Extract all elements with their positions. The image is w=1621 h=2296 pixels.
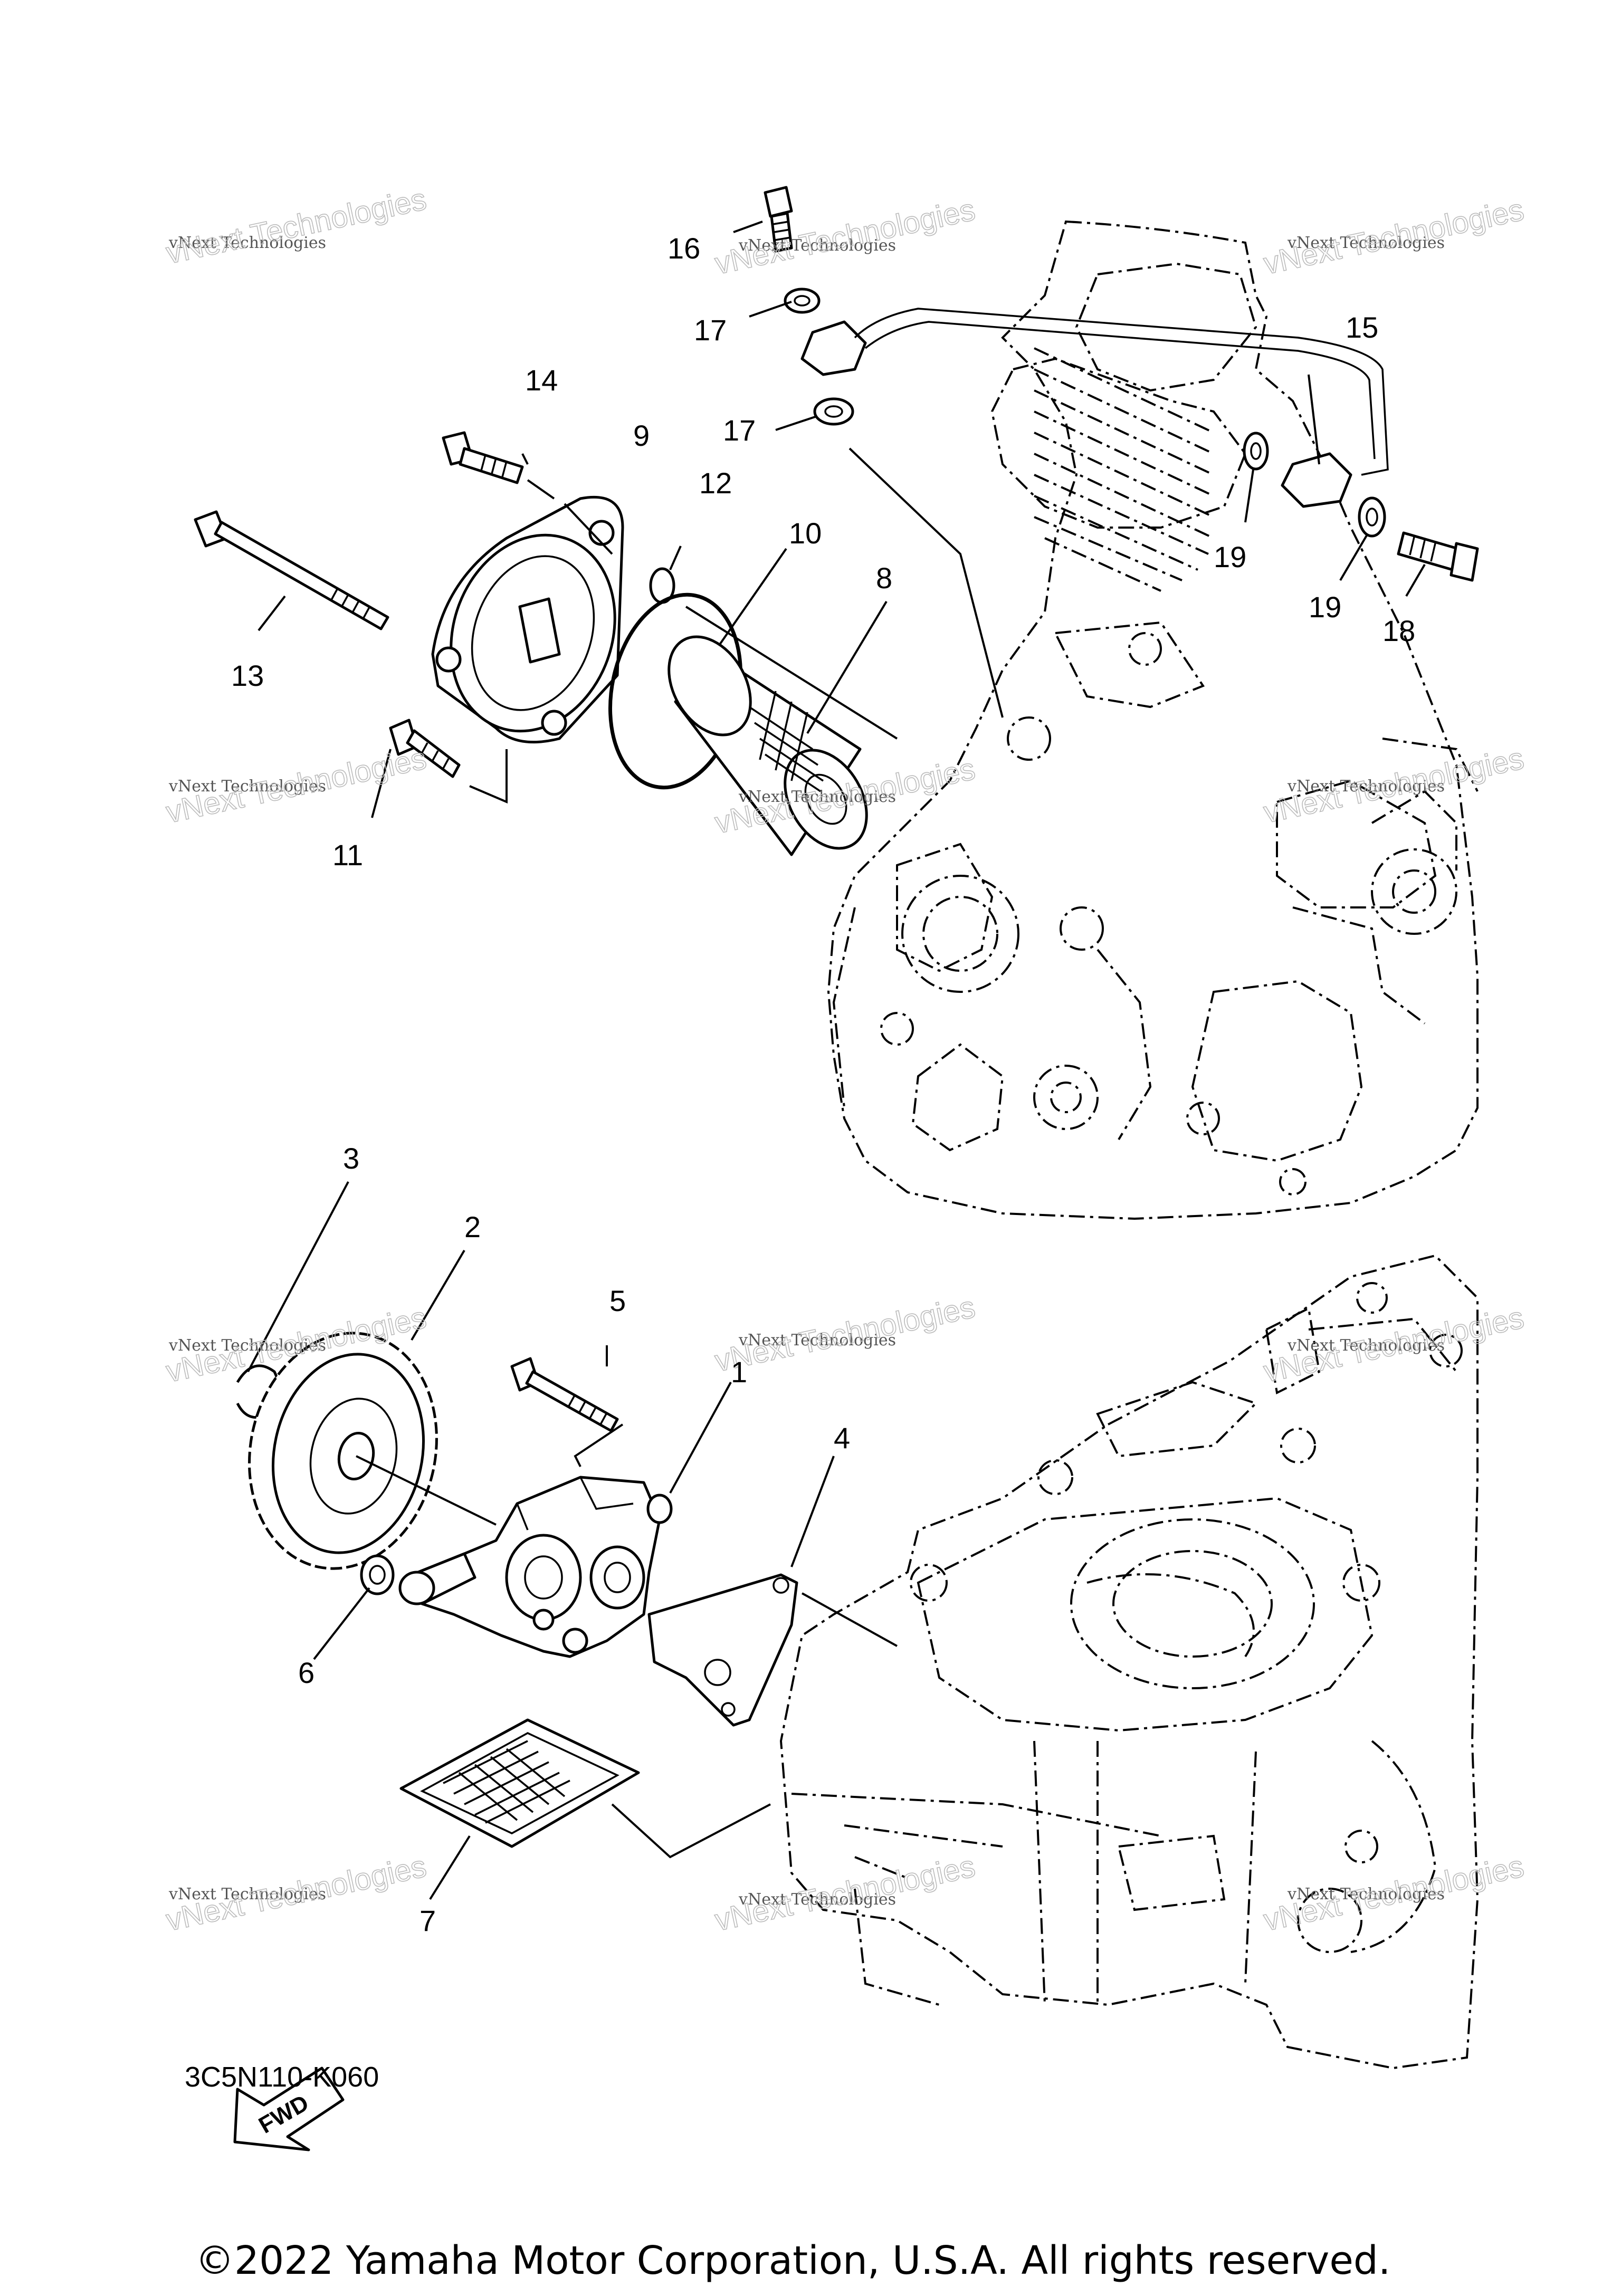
oil-pump-gear-part-2 [248,1332,438,1570]
oil-delivery-pipe-part-15 [800,308,1389,508]
callout-17: 17 [723,414,756,447]
bolt-part-11 [389,719,461,778]
watermark-text: vNext Technologies [168,1336,326,1355]
watermark-text: vNext Technologies [168,777,326,796]
oil-strainer-part-7 [399,1718,640,1848]
callout-15: 15 [1346,311,1378,344]
watermarks: vNext Technologies vNext Technologies vN… [163,181,1527,1938]
long-bolt-part-13 [194,510,389,630]
callout-10: 10 [789,516,822,550]
watermark-text: vNext Technologies [738,1890,896,1909]
watermark-text: vNext Technologies [738,788,896,806]
bolt-part-5 [510,1357,619,1432]
washer-part-17-upper [784,288,821,314]
washer-part-19-lower [1358,496,1386,538]
callout-4: 4 [834,1421,850,1455]
bolt-part-14 [442,431,524,484]
callout-3: 3 [343,1142,359,1175]
callout-7: 7 [419,1904,436,1937]
callout-19: 19 [1214,540,1246,573]
gasket-part-4 [647,1573,798,1727]
watermark-text: vNext Technologies [168,1885,326,1903]
watermark-stamp: vNext Technologies [163,182,429,271]
watermark-text: vNext Technologies [1287,777,1445,796]
watermark-text: vNext Technologies [738,1331,896,1350]
crankcase-lower-outline [779,1254,1479,2070]
callout-2: 2 [464,1210,481,1243]
washer-part-17-lower [813,397,854,426]
watermark-text: vNext Technologies [738,236,896,255]
oil-pump-assembly-part-1 [398,1476,673,1658]
upper-reference-lines [258,221,1426,818]
callout-9: 9 [633,419,650,452]
crankcase-upper-outline [827,220,1479,1220]
union-bolt-part-16 [764,186,793,253]
callout-13: 13 [231,659,264,692]
oil-filter-cover-part-9 [431,495,624,744]
watermark-text: vNext Technologies [1287,1336,1445,1355]
diagram-code: 3C5N110-K060 [185,2061,379,2093]
callout-11: 11 [332,838,363,872]
callout-1: 1 [731,1355,747,1389]
lower-reference-lines [247,1181,898,1900]
watermark-text: vNext Technologies [1287,234,1445,252]
watermark-text: vNext Technologies [1287,1885,1445,1903]
callout-14: 14 [525,363,558,397]
copyright-notice: ©2022 Yamaha Motor Corporation, U.S.A. A… [195,2238,1390,2283]
callout-8: 8 [876,561,892,595]
oil-filter-element-part-8 [668,635,868,856]
callout-19: 19 [1309,590,1341,624]
callout-12: 12 [699,466,732,500]
washer-part-19-upper [1243,432,1269,471]
union-bolt-part-18 [1397,531,1479,582]
callout-16: 16 [668,232,700,265]
dowel-part-6 [360,1554,395,1595]
callout-labels: 16 17 15 17 14 9 12 10 8 19 19 18 13 11 … [231,232,1415,1937]
watermark-text: vNext Technologies [168,234,326,252]
callout-5: 5 [609,1284,626,1317]
callout-6: 6 [298,1656,314,1689]
callout-17: 17 [694,313,727,347]
callout-18: 18 [1382,614,1415,647]
